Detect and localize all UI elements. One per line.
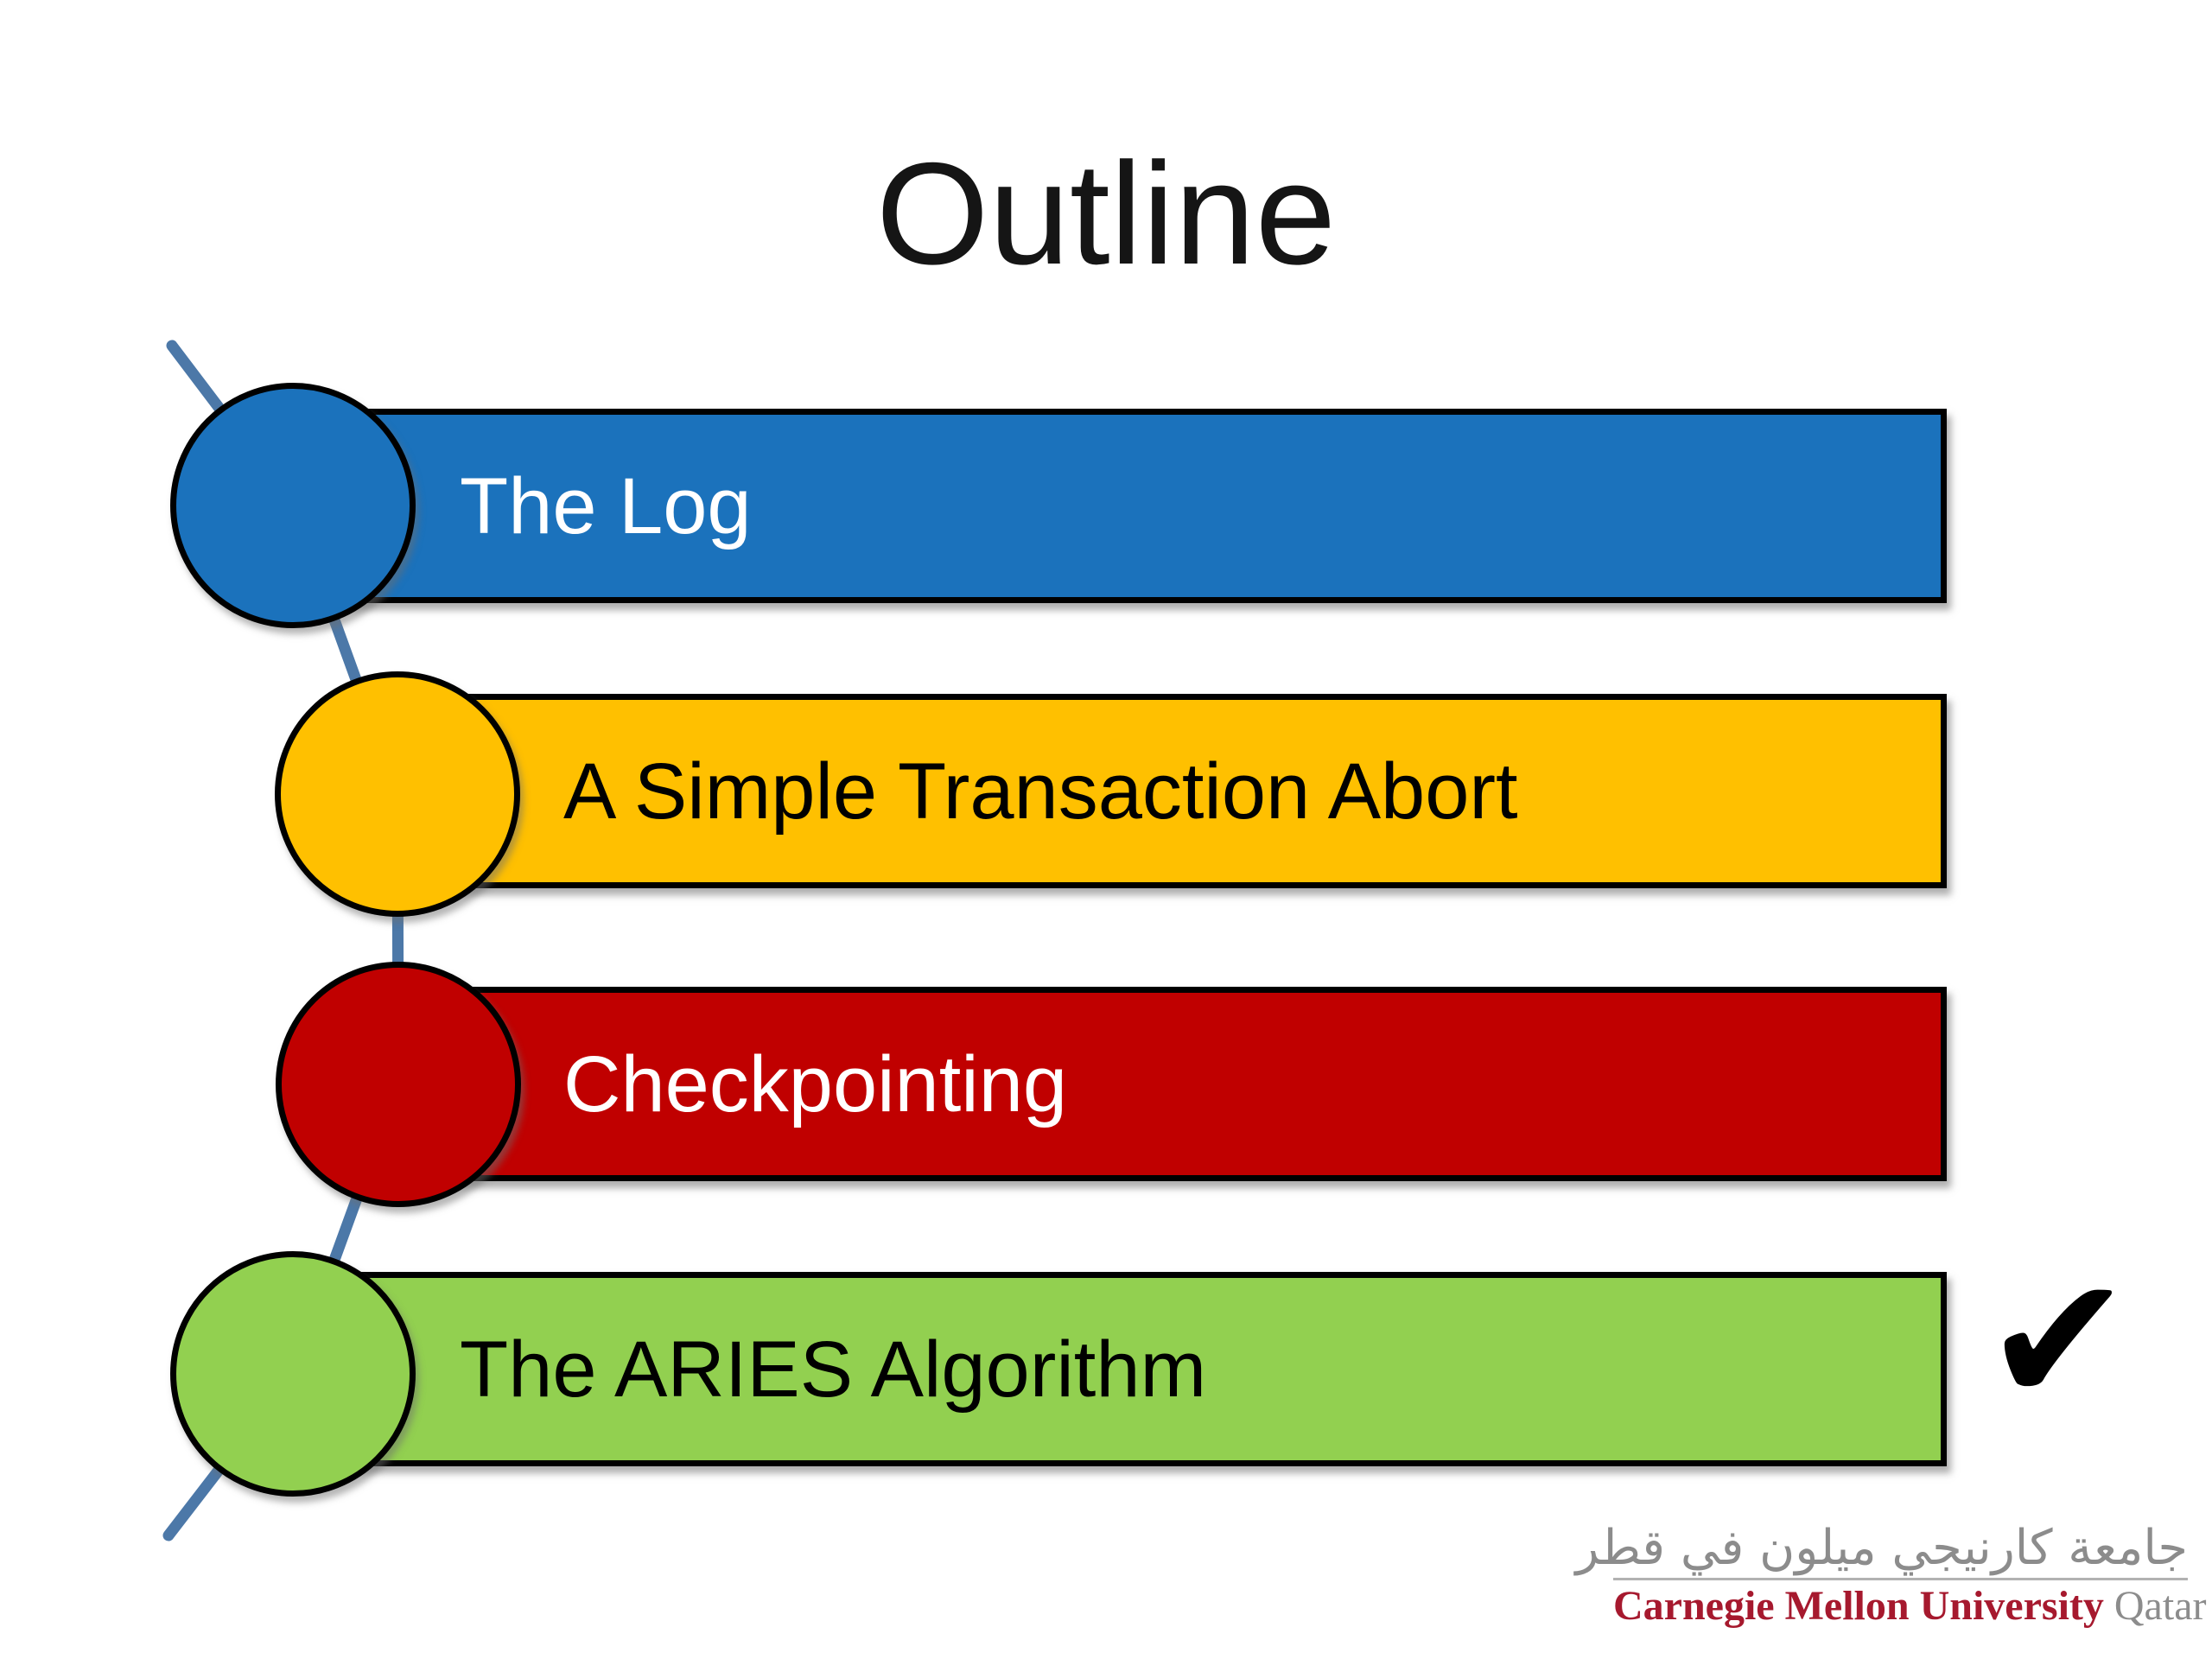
outline-bar-label: The Log <box>460 461 752 550</box>
logo-divider <box>1613 1577 2188 1580</box>
bullet-circle-checkpointing <box>276 962 521 1207</box>
checkmark-icon: ✔ <box>1984 1237 2133 1444</box>
bullet-circle-the-log <box>170 383 416 628</box>
outline-bar-checkpointing: Checkpointing <box>397 987 1947 1181</box>
bullet-circle-transaction-abort <box>275 671 520 917</box>
logo-institution-text: Carnegie Mellon University <box>1613 1582 2104 1629</box>
logo-campus-text: Qatar <box>2113 1582 2207 1629</box>
logo-arabic-text: جامعة كارنيجي ميلون في قطر <box>1575 1520 2188 1576</box>
outline-bar-label: Checkpointing <box>563 1039 1068 1128</box>
outline-bar-transaction-abort: A Simple Transaction Abort <box>397 694 1947 888</box>
bullet-circle-aries-algorithm <box>170 1251 416 1497</box>
outline-bar-label: The ARIES Algorithm <box>460 1325 1207 1414</box>
logo-english-text: Carnegie Mellon University Qatar <box>1613 1582 2206 1629</box>
slide-title: Outline <box>875 132 1337 295</box>
outline-bar-aries-algorithm: The ARIES Algorithm <box>294 1272 1947 1466</box>
outline-bar-the-log: The Log <box>294 409 1947 603</box>
outline-bar-label: A Simple Transaction Abort <box>563 747 1518 836</box>
cmu-qatar-logo: جامعة كارنيجي ميلون في قطر Carnegie Mell… <box>1575 1520 2206 1629</box>
